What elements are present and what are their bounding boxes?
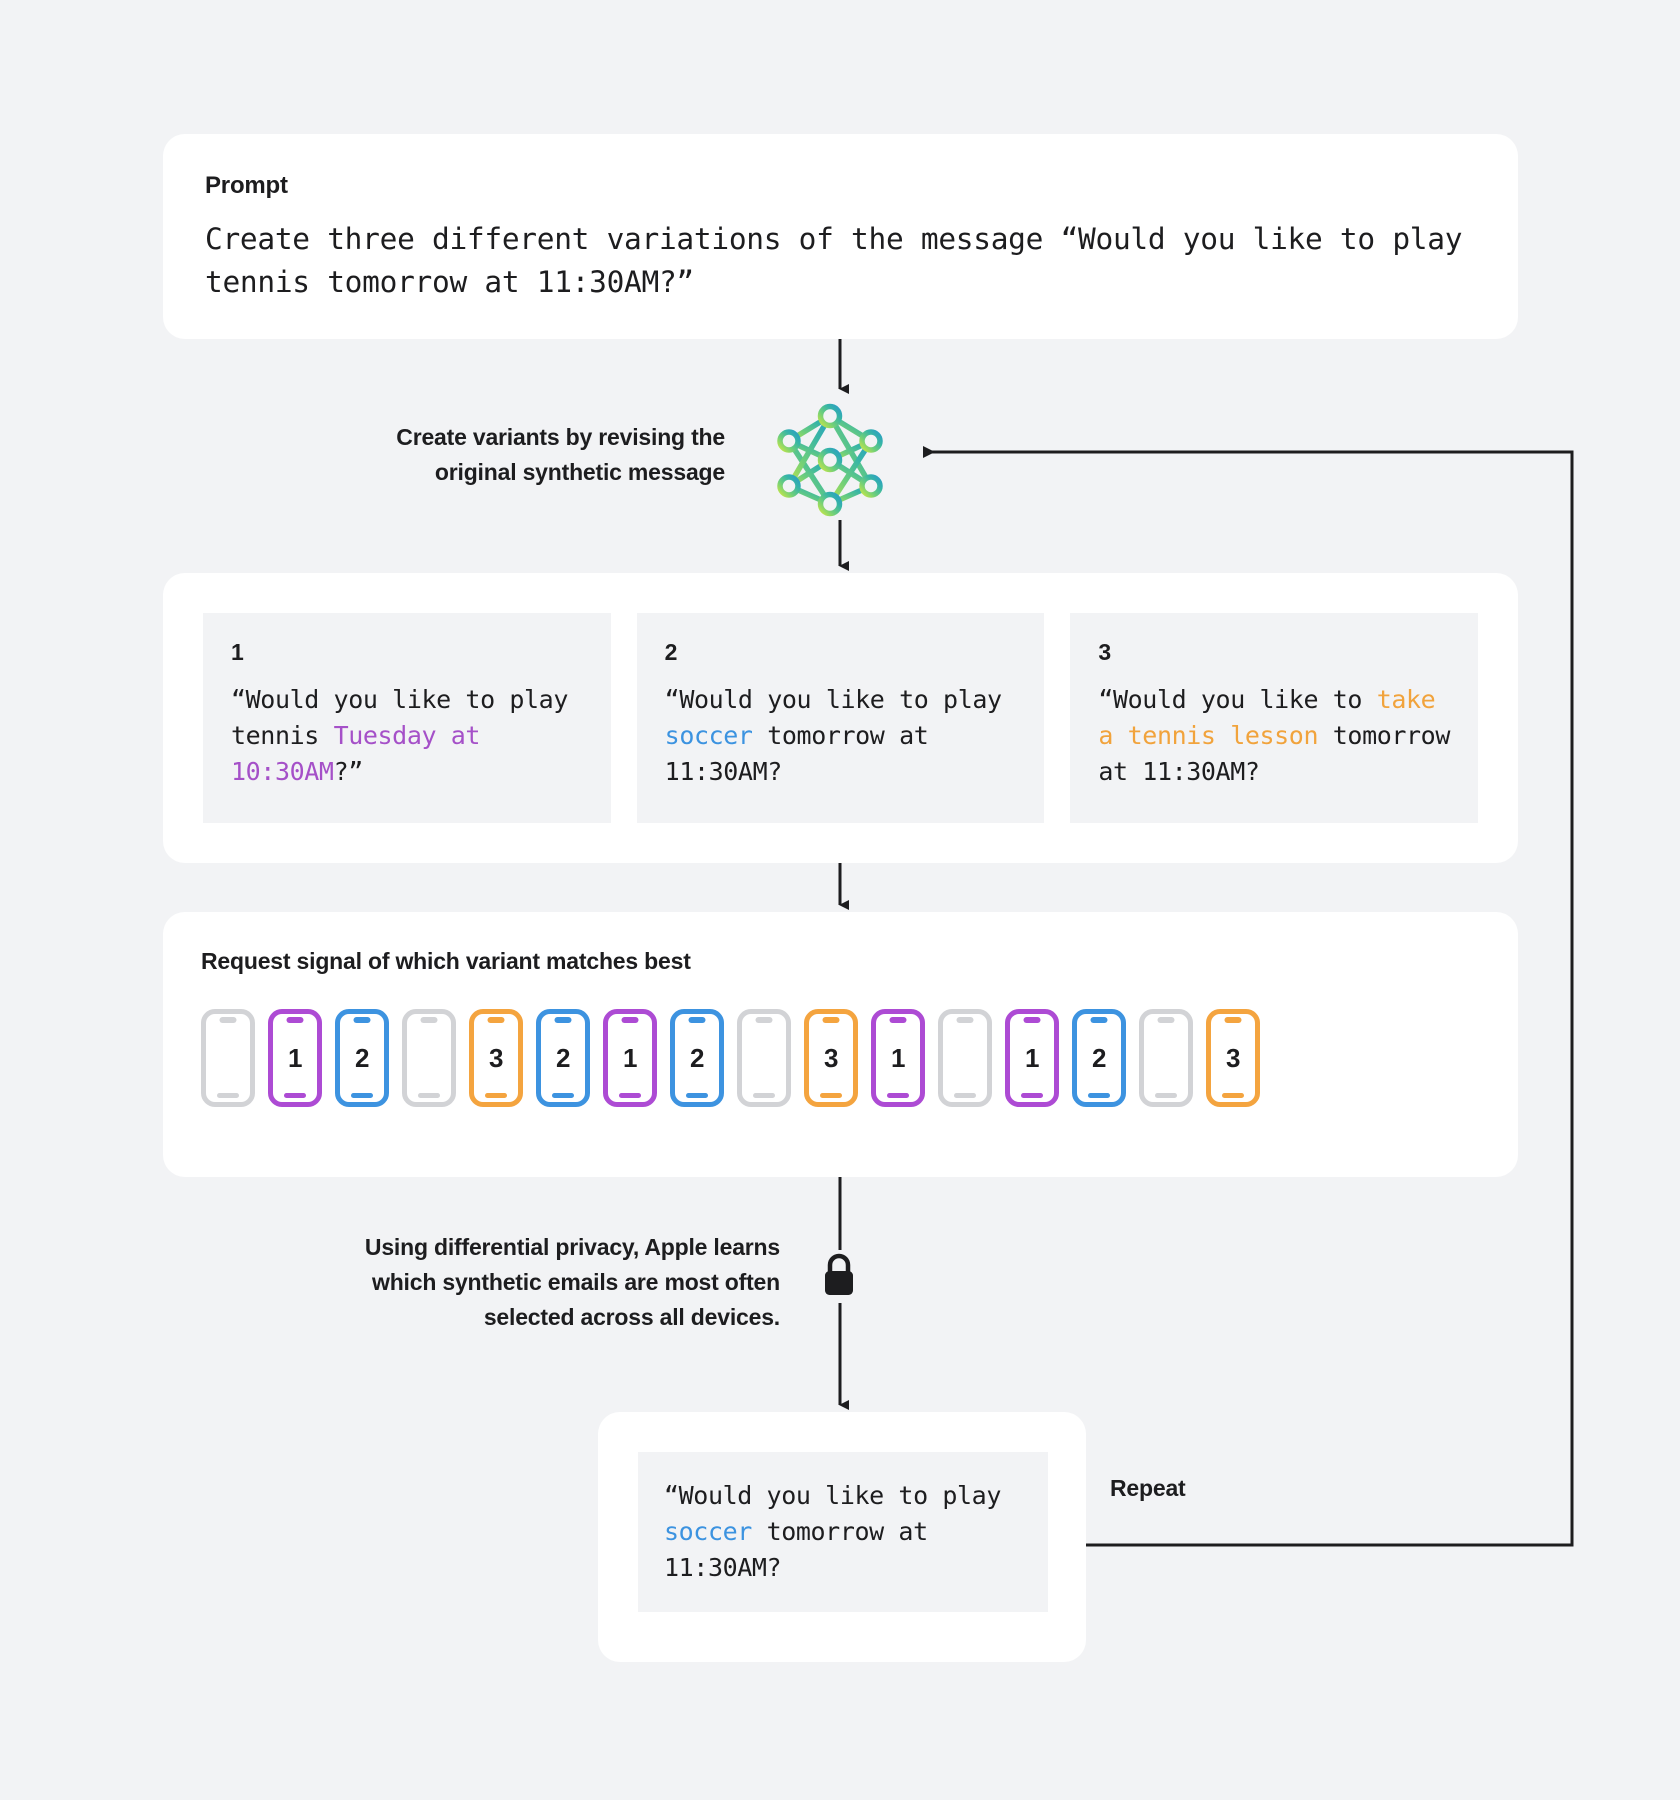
device-notch: [621, 1017, 639, 1023]
device-home-indicator: [753, 1093, 775, 1098]
device-home-indicator: [418, 1093, 440, 1098]
lock-icon: [819, 1252, 859, 1300]
revise-step-label: Create variants by revising the original…: [396, 424, 725, 485]
variant-number: 3: [1098, 639, 1111, 665]
device-notch: [487, 1017, 505, 1023]
device-14[interactable]: 2: [1072, 1009, 1126, 1107]
device-8[interactable]: 2: [670, 1009, 724, 1107]
device-selected-variant: 1: [288, 1043, 302, 1073]
text-run: “Would you like to play: [664, 1481, 1001, 1510]
device-selected-variant: 2: [556, 1043, 570, 1073]
device-selected-variant: 2: [1092, 1043, 1106, 1073]
prompt-card: Prompt Create three different variations…: [163, 134, 1518, 339]
device-1[interactable]: [201, 1009, 255, 1107]
device-notch: [353, 1017, 371, 1023]
device-selected-variant: 3: [489, 1043, 503, 1073]
device-12[interactable]: [938, 1009, 992, 1107]
device-selected-variant: 1: [623, 1043, 637, 1073]
variants-card: 1 “Would you like to play tennis Tuesday…: [163, 573, 1518, 863]
device-3[interactable]: 2: [335, 1009, 389, 1107]
device-home-indicator: [552, 1093, 574, 1098]
device-notch: [286, 1017, 304, 1023]
prompt-label: Prompt: [205, 172, 288, 199]
device-notch: [1224, 1017, 1242, 1023]
variant-text: “Would you like to take a tennis lesson …: [1098, 682, 1450, 790]
signal-card: Request signal of which variant matches …: [163, 912, 1518, 1177]
device-13[interactable]: 1: [1005, 1009, 1059, 1107]
text-run: tomorrow at 11:30AM?: [664, 721, 929, 786]
device-home-indicator: [485, 1093, 507, 1098]
device-notch: [1023, 1017, 1041, 1023]
device-notch: [755, 1017, 773, 1023]
device-home-indicator: [351, 1093, 373, 1098]
device-notch: [956, 1017, 974, 1023]
device-notch: [889, 1017, 907, 1023]
device-11[interactable]: 1: [871, 1009, 925, 1107]
device-row: 1 2 3 2 1 2 3 1 1 2 3: [201, 1009, 1480, 1107]
device-home-indicator: [619, 1093, 641, 1098]
device-home-indicator: [1222, 1093, 1244, 1098]
device-16[interactable]: 3: [1206, 1009, 1260, 1107]
variant-box-3: 3 “Would you like to take a tennis lesso…: [1070, 613, 1479, 823]
device-9[interactable]: [737, 1009, 791, 1107]
device-home-indicator: [217, 1093, 239, 1098]
device-home-indicator: [1021, 1093, 1043, 1098]
device-7[interactable]: 1: [603, 1009, 657, 1107]
variant-number: 2: [664, 639, 678, 665]
device-notch: [219, 1017, 237, 1023]
variant-text: “Would you like to play soccer tomorrow …: [665, 682, 1017, 790]
prompt-text: Create three different variations of the…: [205, 222, 1480, 299]
text-run: tomorrow at 11:30AM?: [1098, 721, 1450, 786]
device-2[interactable]: 1: [268, 1009, 322, 1107]
device-10[interactable]: 3: [804, 1009, 858, 1107]
result-card: “Would you like to play soccer tomorrow …: [598, 1412, 1086, 1662]
device-home-indicator: [954, 1093, 976, 1098]
device-notch: [822, 1017, 840, 1023]
device-notch: [420, 1017, 438, 1023]
variant-box-2: 2 “Would you like to play soccer tomorro…: [636, 613, 1045, 823]
variant-text: “Would you like to play tennis Tuesday a…: [231, 682, 583, 790]
text-run: “Would you like to: [1098, 685, 1377, 714]
device-6[interactable]: 2: [536, 1009, 590, 1107]
device-selected-variant: 3: [824, 1043, 838, 1073]
variant-number: 1: [231, 639, 244, 665]
text-run: tomorrow at 11:30AM?: [664, 1517, 928, 1582]
device-home-indicator: [686, 1093, 708, 1098]
device-selected-variant: 2: [355, 1043, 369, 1073]
variant-box-1: 1 “Would you like to play tennis Tuesday…: [203, 613, 611, 823]
device-5[interactable]: 3: [469, 1009, 523, 1107]
signal-title: Request signal of which variant matches …: [201, 948, 691, 974]
text-run: take a tennis lesson: [1098, 685, 1436, 750]
device-selected-variant: 2: [690, 1043, 704, 1073]
device-selected-variant: 1: [891, 1043, 905, 1073]
device-home-indicator: [1088, 1093, 1110, 1098]
device-4[interactable]: [402, 1009, 456, 1107]
text-run: ?”: [333, 757, 364, 786]
text-run: soccer: [664, 721, 753, 750]
result-text: “Would you like to play soccer tomorrow …: [664, 1478, 1022, 1586]
device-selected-variant: 3: [1226, 1043, 1240, 1073]
variant-list: 1 “Would you like to play tennis Tuesday…: [203, 613, 1479, 823]
device-15[interactable]: [1139, 1009, 1193, 1107]
device-home-indicator: [820, 1093, 842, 1098]
neural-network-icon: [765, 400, 895, 520]
result-box: “Would you like to play soccer tomorrow …: [638, 1452, 1048, 1612]
device-selected-variant: 1: [1025, 1043, 1039, 1073]
device-notch: [1157, 1017, 1175, 1023]
text-run: “Would you like to play tennis: [231, 685, 568, 750]
differential-privacy-label: Using differential privacy, Apple learns…: [364, 1234, 780, 1330]
device-notch: [554, 1017, 572, 1023]
text-run: Tuesday at 10:30AM: [231, 721, 481, 786]
repeat-label: Repeat: [1110, 1475, 1186, 1501]
text-run: soccer: [664, 1517, 752, 1546]
device-home-indicator: [1155, 1093, 1177, 1098]
text-run: “Would you like to play: [664, 685, 1002, 714]
device-home-indicator: [284, 1093, 306, 1098]
device-notch: [688, 1017, 706, 1023]
device-notch: [1090, 1017, 1108, 1023]
device-home-indicator: [887, 1093, 909, 1098]
